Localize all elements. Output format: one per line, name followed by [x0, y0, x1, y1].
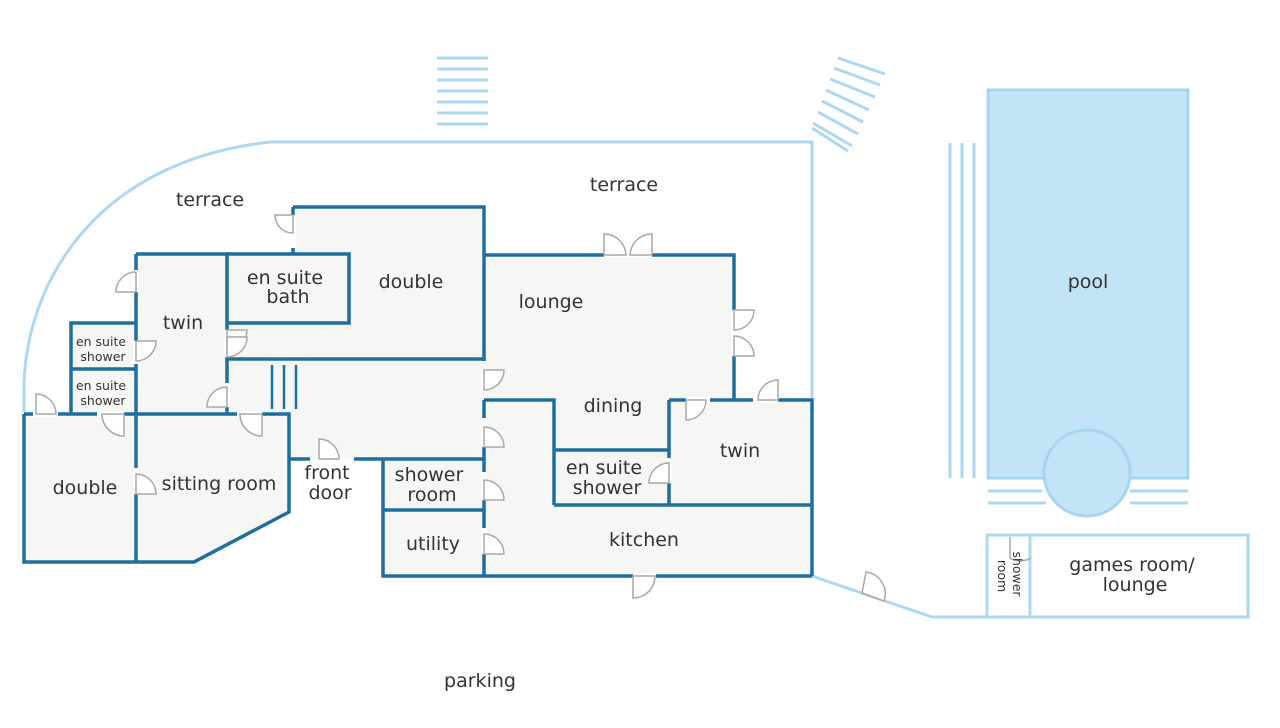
- outdoor-lines: [22, 56, 1250, 619]
- games-room-outline: [985, 533, 1250, 619]
- en-suite-shower-right-label: en suite shower: [566, 457, 648, 499]
- doors: [33, 214, 1032, 602]
- double-top-label: double: [379, 271, 444, 293]
- games-room-line-2: lounge: [1103, 574, 1168, 596]
- en-suite-shower-1-line-2: shower: [80, 349, 126, 364]
- shower-room-line-2: room: [407, 484, 456, 506]
- twin-left-label: twin: [163, 312, 203, 334]
- en-suite-bath-label: en suite bath: [247, 267, 329, 308]
- utility-label: utility: [406, 533, 460, 555]
- en-suite-bath-line-2: bath: [266, 286, 309, 308]
- terrace-left-label: terrace: [176, 189, 244, 211]
- parking-label: parking: [444, 670, 516, 692]
- games-shower-room-line-2: room: [995, 560, 1010, 592]
- steps-angled: [811, 56, 886, 153]
- games-shower-room-line-1: shower: [1010, 551, 1025, 597]
- en-suite-shower-2-line-2: shower: [80, 393, 126, 408]
- stairs: [270, 365, 298, 409]
- shower-room-line-1: shower: [395, 464, 464, 486]
- games-room-line-1: games room/: [1069, 554, 1195, 576]
- steps-top: [437, 56, 488, 126]
- en-suite-shower-right-line-1: en suite: [566, 457, 642, 479]
- pool-side-lines: [948, 143, 1188, 505]
- dining-label: dining: [584, 395, 643, 417]
- en-suite-shower-2-label: en suite shower: [76, 378, 130, 408]
- hot-tub: [1042, 428, 1132, 518]
- lounge-label: lounge: [519, 291, 584, 313]
- en-suite-bath-line-1: en suite: [247, 267, 323, 289]
- en-suite-shower-2-line-1: en suite: [76, 378, 126, 393]
- front-door-label: front door: [304, 462, 355, 504]
- sitting-room-label: sitting room: [162, 473, 277, 495]
- front-door-line-2: door: [308, 482, 351, 504]
- games-room-label: games room/ lounge: [1069, 554, 1200, 596]
- front-door-line-1: front: [304, 462, 349, 484]
- en-suite-shower-1-label: en suite shower: [76, 334, 130, 364]
- terrace-outline: [22, 140, 814, 412]
- twin-right-label: twin: [720, 440, 760, 462]
- games-shower-room-label: shower room: [995, 551, 1025, 600]
- en-suite-shower-1-line-1: en suite: [76, 334, 126, 349]
- kitchen-label: kitchen: [609, 529, 679, 551]
- terrace-right-label: terrace: [590, 174, 658, 196]
- floor-fill: [24, 207, 812, 576]
- pool-label: pool: [1068, 271, 1109, 293]
- shower-room-label: shower room: [395, 464, 470, 506]
- double-left-label: double: [53, 477, 118, 499]
- en-suite-shower-right-line-2: shower: [573, 477, 642, 499]
- room-labels: terrace terrace double en suite bath twi…: [53, 174, 1200, 692]
